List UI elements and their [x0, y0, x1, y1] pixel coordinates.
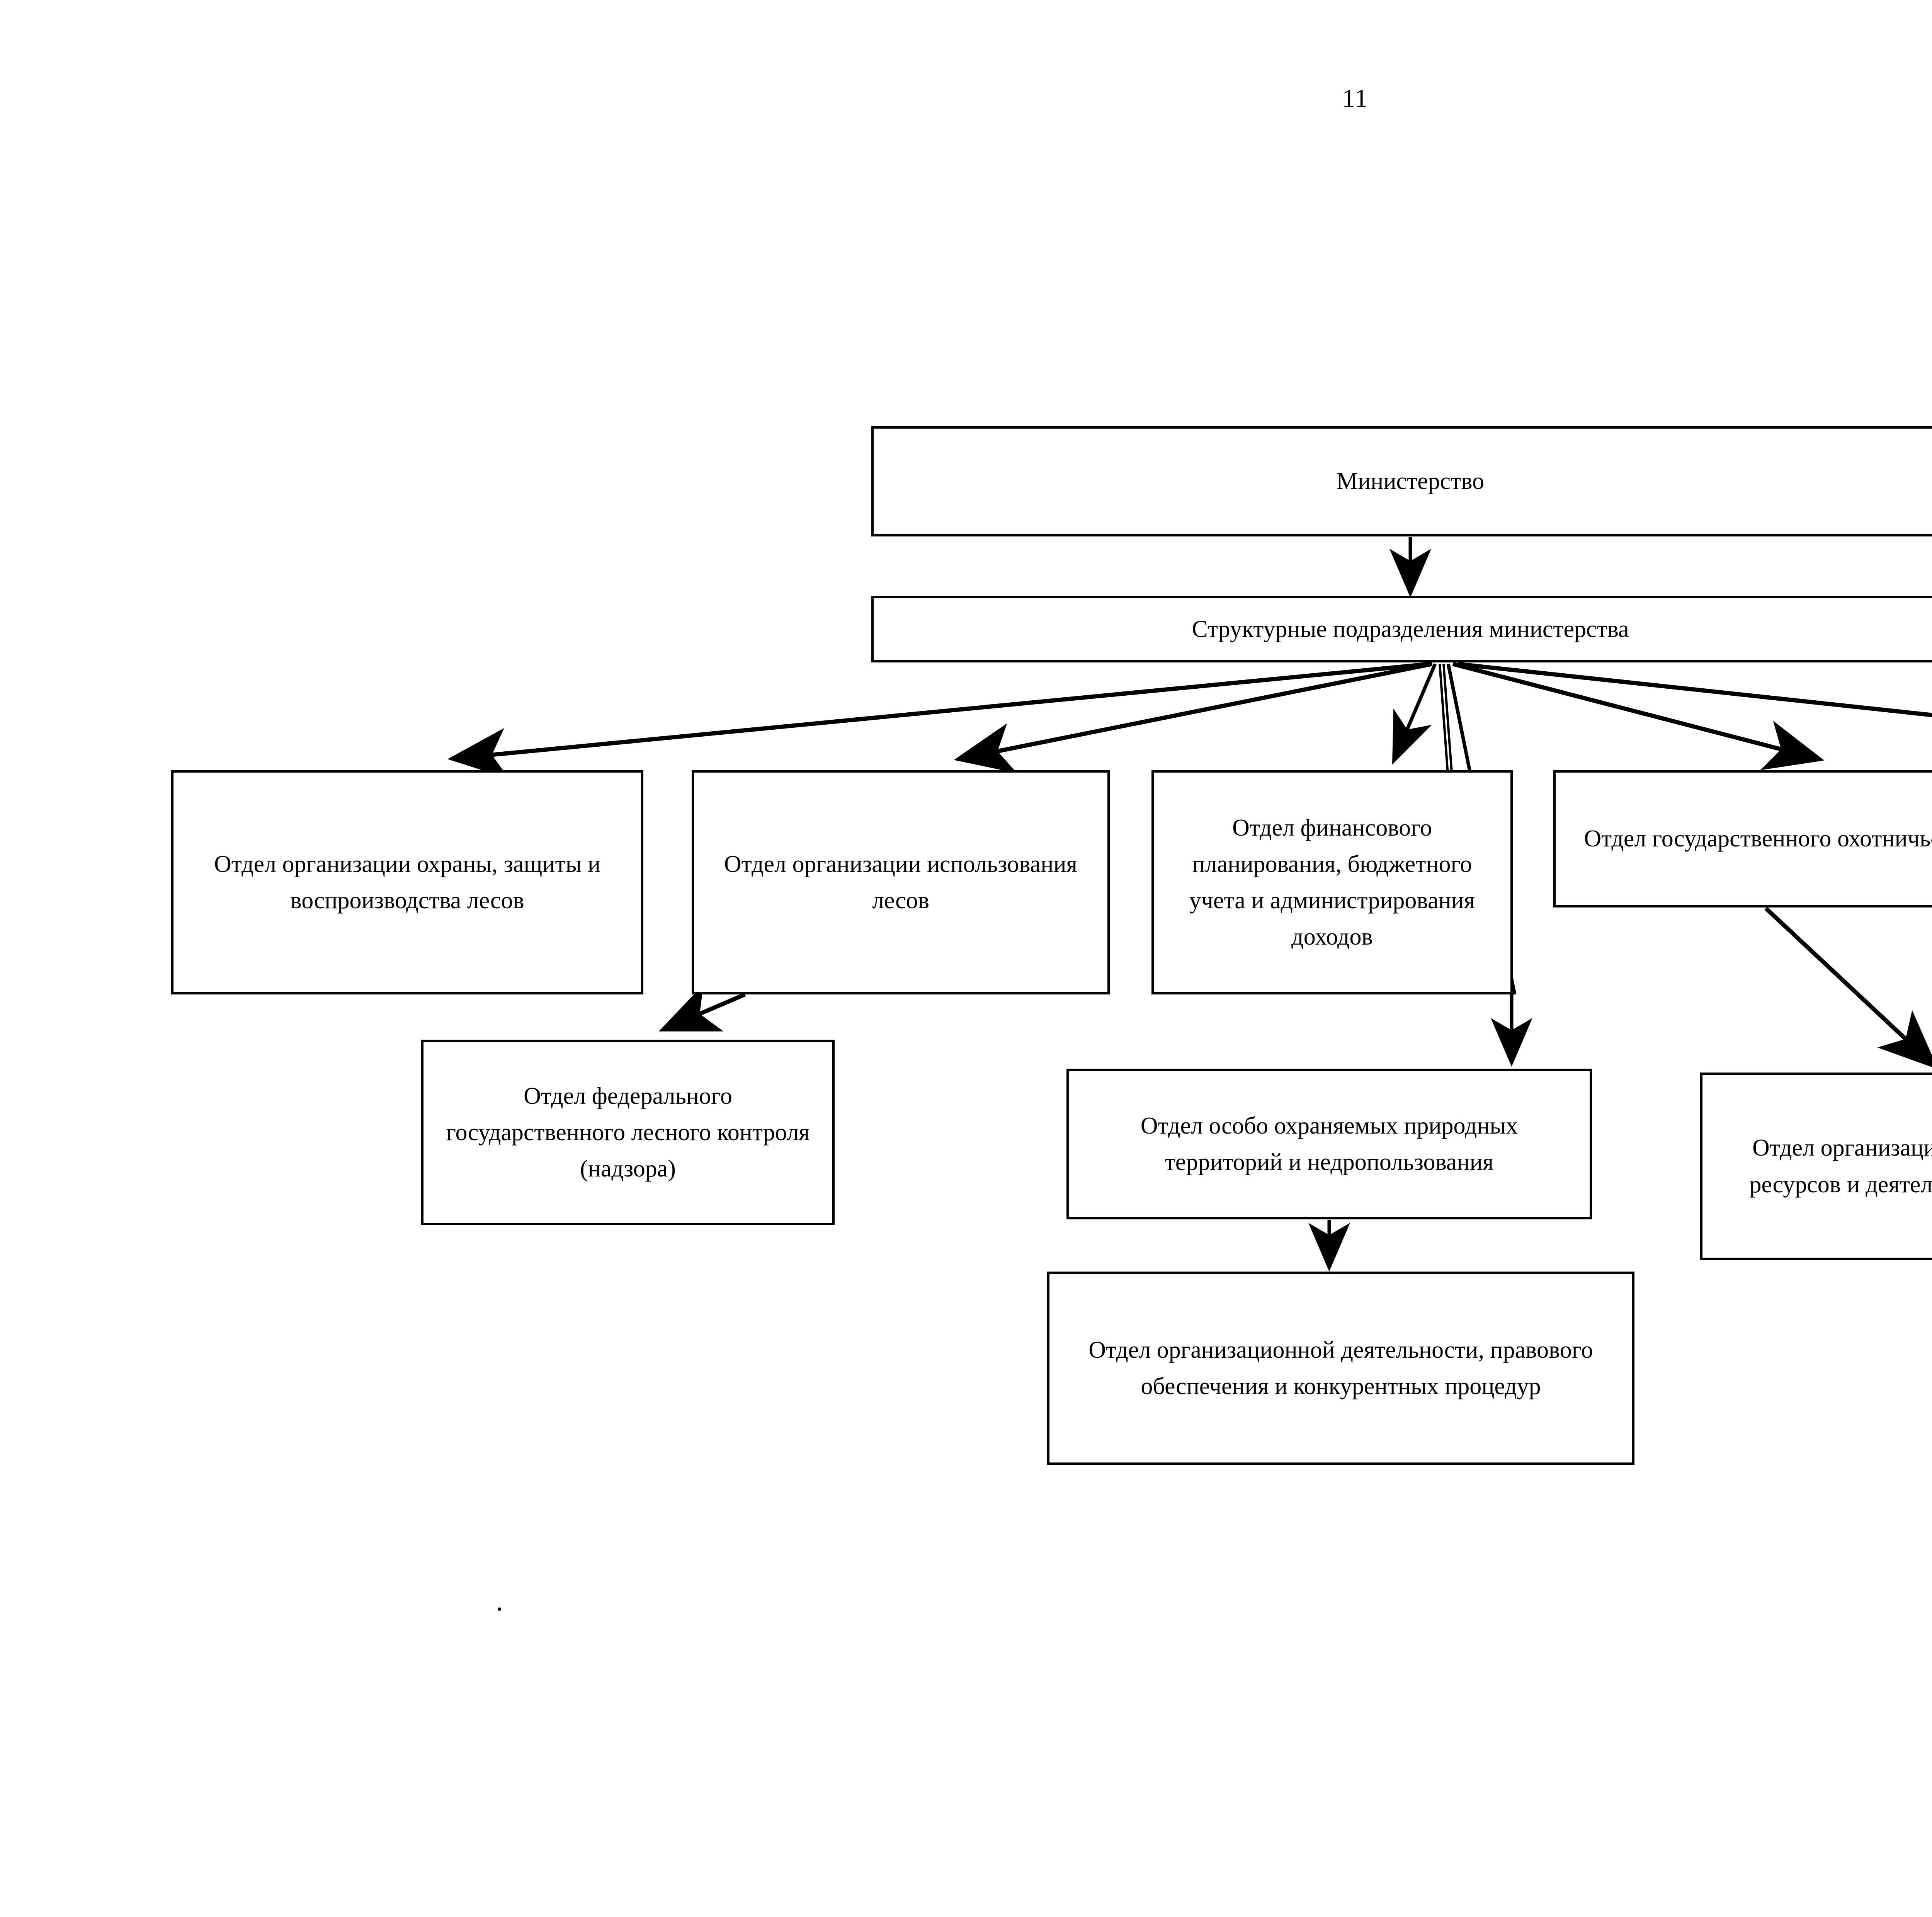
node-finance[interactable]: Отдел финансового планирования, бюджетно… — [1151, 770, 1513, 994]
edge-subdivisions-ecology — [1457, 662, 1932, 717]
edge-subdivisions-forest-use — [954, 662, 1433, 773]
edge-subdivisions-hunting — [1452, 662, 1825, 770]
node-subdivisions[interactable]: Структурные подразделения министерства — [871, 596, 1932, 662]
node-protected-area-label: Отдел особо охраняемых природных террито… — [1140, 1112, 1518, 1175]
node-forest-use-label: Отдел организации использования лесов — [724, 851, 1078, 914]
node-water[interactable]: Отдел организации охраны, использования … — [1700, 1073, 1932, 1260]
edge-forest-use-forest-control — [658, 984, 746, 1032]
node-forest-use[interactable]: Отдел организации использования лесов — [692, 770, 1110, 994]
node-finance-label: Отдел финансового планирования, бюджетно… — [1189, 814, 1475, 950]
edge-subdivisions-forest-protection — [447, 662, 1430, 779]
node-forest-control-label: Отдел федерального государственного лесн… — [446, 1083, 810, 1182]
edge-subdivisions-finance — [1392, 663, 1437, 765]
node-forest-protection[interactable]: Отдел организации охраны, защиты и воспр… — [171, 770, 643, 994]
page-number: 11 — [1342, 83, 1368, 113]
node-water-label: Отдел организации охраны, использования … — [1749, 1135, 1932, 1198]
node-legal[interactable]: Отдел организационной деятельности, прав… — [1047, 1272, 1634, 1465]
node-hunting[interactable]: Отдел государственного охотничьего надзо… — [1553, 770, 1932, 907]
edge-hunting-water — [1764, 906, 1932, 1070]
node-protected-area[interactable]: Отдел особо охраняемых природных террито… — [1066, 1069, 1592, 1219]
node-ministry[interactable]: Министерство — [871, 426, 1932, 536]
node-ministry-label: Министерство — [1336, 468, 1485, 495]
node-forest-protection-label: Отдел организации охраны, защиты и воспр… — [214, 851, 601, 914]
node-forest-control[interactable]: Отдел федерального государственного лесн… — [421, 1040, 835, 1225]
node-subdivisions-label: Структурные подразделения министерства — [1192, 616, 1629, 642]
scan-artifact-dot — [498, 1607, 501, 1611]
node-hunting-label: Отдел государственного охотничьего надзо… — [1584, 826, 1932, 852]
node-legal-label: Отдел организационной деятельности, прав… — [1088, 1336, 1593, 1399]
